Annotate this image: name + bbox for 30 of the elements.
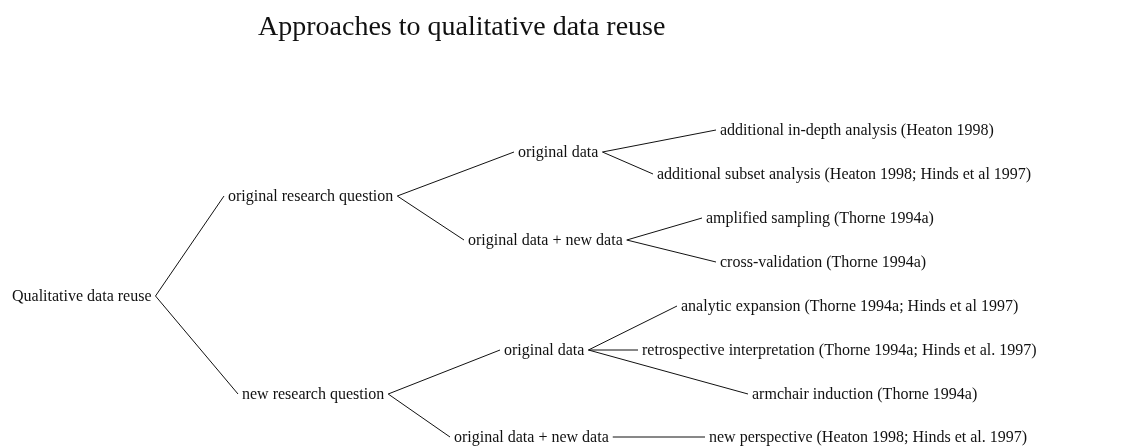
connector-line (155, 295, 239, 395)
node-label: original research question (228, 187, 394, 205)
node-label: armchair induction (Thorne 1994a) (752, 385, 978, 403)
node-label: additional in-depth analysis (Heaton 1998) (720, 121, 994, 139)
connector-line (626, 217, 703, 241)
connector-line (601, 151, 654, 175)
node-label: analytic expansion (Thorne 1994a; Hinds et al 1997) (681, 297, 1019, 315)
node-label: additional subset analysis (Heaton 1998; Hinds et al 1997) (657, 165, 1032, 183)
node-label: original data (518, 143, 599, 161)
connector-line (396, 195, 465, 241)
node-label: original data (504, 341, 585, 359)
node-label: original data + new data (468, 231, 623, 249)
connector-line (396, 151, 515, 197)
node-label: new research question (242, 385, 385, 403)
connector-line (587, 305, 678, 351)
node-label: Qualitative data reuse (12, 287, 152, 305)
node-label: original data + new data (454, 428, 609, 446)
connector-line (155, 195, 225, 297)
node-label: retrospective interpretation (Thorne 1994a; Hinds et al. 1997) (642, 341, 1037, 359)
node-label: new perspective (Heaton 1998; Hinds et al. 1997) (709, 428, 1028, 446)
diagram-title: Approaches to qualitative data reuse (258, 10, 666, 42)
node-label: amplified sampling (Thorne 1994a) (706, 209, 934, 227)
connector-line (387, 393, 451, 438)
connector-line (601, 129, 717, 153)
connector-line (626, 239, 717, 263)
connector-line (387, 349, 501, 395)
node-label: cross-validation (Thorne 1994a) (720, 253, 927, 271)
connector-line (587, 349, 639, 351)
connector-line (587, 349, 749, 395)
connector-line (612, 436, 706, 438)
